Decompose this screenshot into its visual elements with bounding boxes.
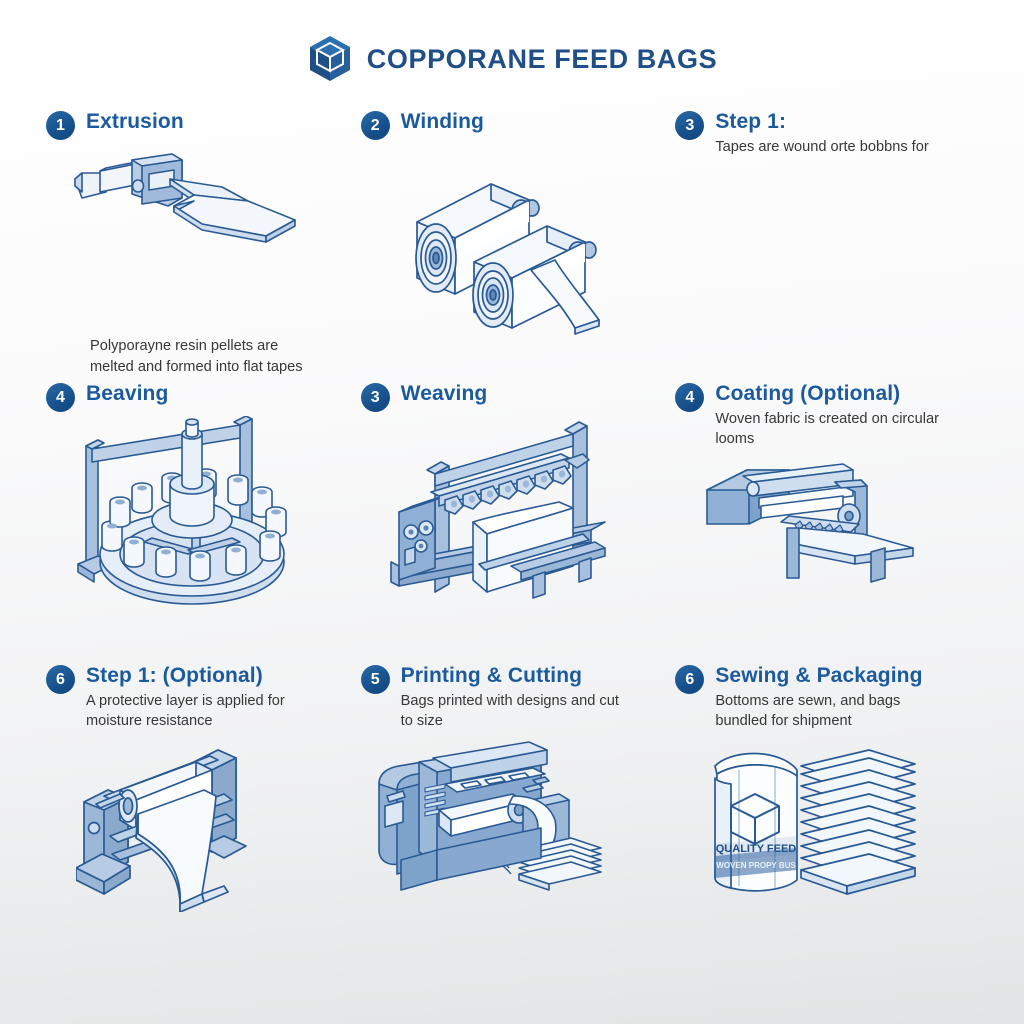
step-title: Sewing & Packaging — [715, 664, 923, 687]
step-number-badge: 6 — [675, 665, 705, 694]
step-card-protective-layer: 6 Step 1: (Optional) A protective layer … — [46, 664, 353, 994]
step-number-badge: 6 — [46, 665, 75, 694]
step-description: Woven fabric is created on circular loom… — [715, 410, 939, 448]
step-card-winding: 2 Winding — [360, 110, 668, 378]
step-title: Beaving — [86, 382, 169, 405]
weaving-machine-illustration — [383, 416, 668, 660]
step-description: Bags printed with designs and cut to siz… — [400, 692, 619, 730]
step-card-coating: 4 Coating (Optional) Woven fabric is cre… — [675, 382, 982, 660]
tape-bobbins-illustration — [379, 142, 668, 378]
step-number-badge: 4 — [675, 383, 705, 412]
circular-loom-illustration — [74, 416, 353, 660]
step-description: Tapes are wound orte bobbns for — [715, 138, 929, 155]
stacked-bags-illustration: QUALITY FEED WOVEN PROPY BUS — [693, 740, 982, 994]
step-header: 3 Weaving — [360, 382, 668, 412]
step-header: 5 Printing & Cutting Bags printed with d… — [360, 664, 668, 732]
step-description: A protective layer is applied for moistu… — [86, 692, 285, 730]
coating-line-illustration — [703, 452, 982, 660]
step-card-weaving: 3 Weaving — [360, 382, 668, 660]
step-header: 6 Sewing & Packaging Bottoms are sewn, a… — [675, 664, 982, 732]
process-steps-grid: 1 Extrusion — [0, 110, 1024, 994]
step-header: 4 Coating (Optional) Woven fabric is cre… — [675, 382, 982, 450]
step-description: Polyporayne resin pellets are melted and… — [90, 337, 303, 375]
step-card-extrusion: 1 Extrusion — [46, 110, 353, 378]
step-header: 4 Beaving — [46, 382, 353, 412]
page-title: COPPORANE FEED BAGS — [366, 43, 718, 74]
step-header: 3 Step 1: Tapes are wound orte bobbns fo… — [675, 110, 982, 157]
step-number-badge: 2 — [360, 111, 390, 140]
step-title: Extrusion — [86, 110, 184, 133]
extruder-machine-illustration — [70, 146, 353, 336]
step-number-badge: 5 — [360, 665, 390, 694]
step-title: Weaving — [400, 382, 488, 405]
step-header: 6 Step 1: (Optional) A protective layer … — [46, 664, 353, 732]
coating-roller-illustration — [76, 742, 353, 994]
step-card-beaving: 4 Beaving — [46, 382, 353, 660]
step-header: 1 Extrusion — [46, 110, 353, 140]
step-card-winding-note: 3 Step 1: Tapes are wound orte bobbns fo… — [675, 110, 982, 378]
step-title: Printing & Cutting — [400, 664, 583, 687]
step-card-sewing-packaging: 6 Sewing & Packaging Bottoms are sewn, a… — [675, 664, 982, 994]
printing-press-illustration — [373, 740, 668, 994]
step-title: Step 1: — [715, 110, 787, 133]
step-number-badge: 1 — [46, 111, 75, 140]
header: COPPORANE FEED BAGS — [0, 0, 1024, 110]
step-card-printing-cutting: 5 Printing & Cutting Bags printed with d… — [360, 664, 668, 994]
bag-label-line2: WOVEN PROPY BUS — [717, 861, 797, 870]
cube-box-icon — [307, 34, 353, 84]
step-description: Bottoms are sewn, and bags bundled for s… — [715, 692, 901, 730]
step-header: 2 Winding — [360, 110, 668, 140]
step-title: Coating (Optional) — [715, 382, 901, 405]
step-number-badge: 4 — [46, 383, 75, 412]
step-number-badge: 3 — [360, 383, 390, 412]
step-number-badge: 3 — [675, 111, 705, 140]
step-title: Step 1: (Optional) — [86, 664, 263, 687]
step-title: Winding — [400, 110, 484, 133]
